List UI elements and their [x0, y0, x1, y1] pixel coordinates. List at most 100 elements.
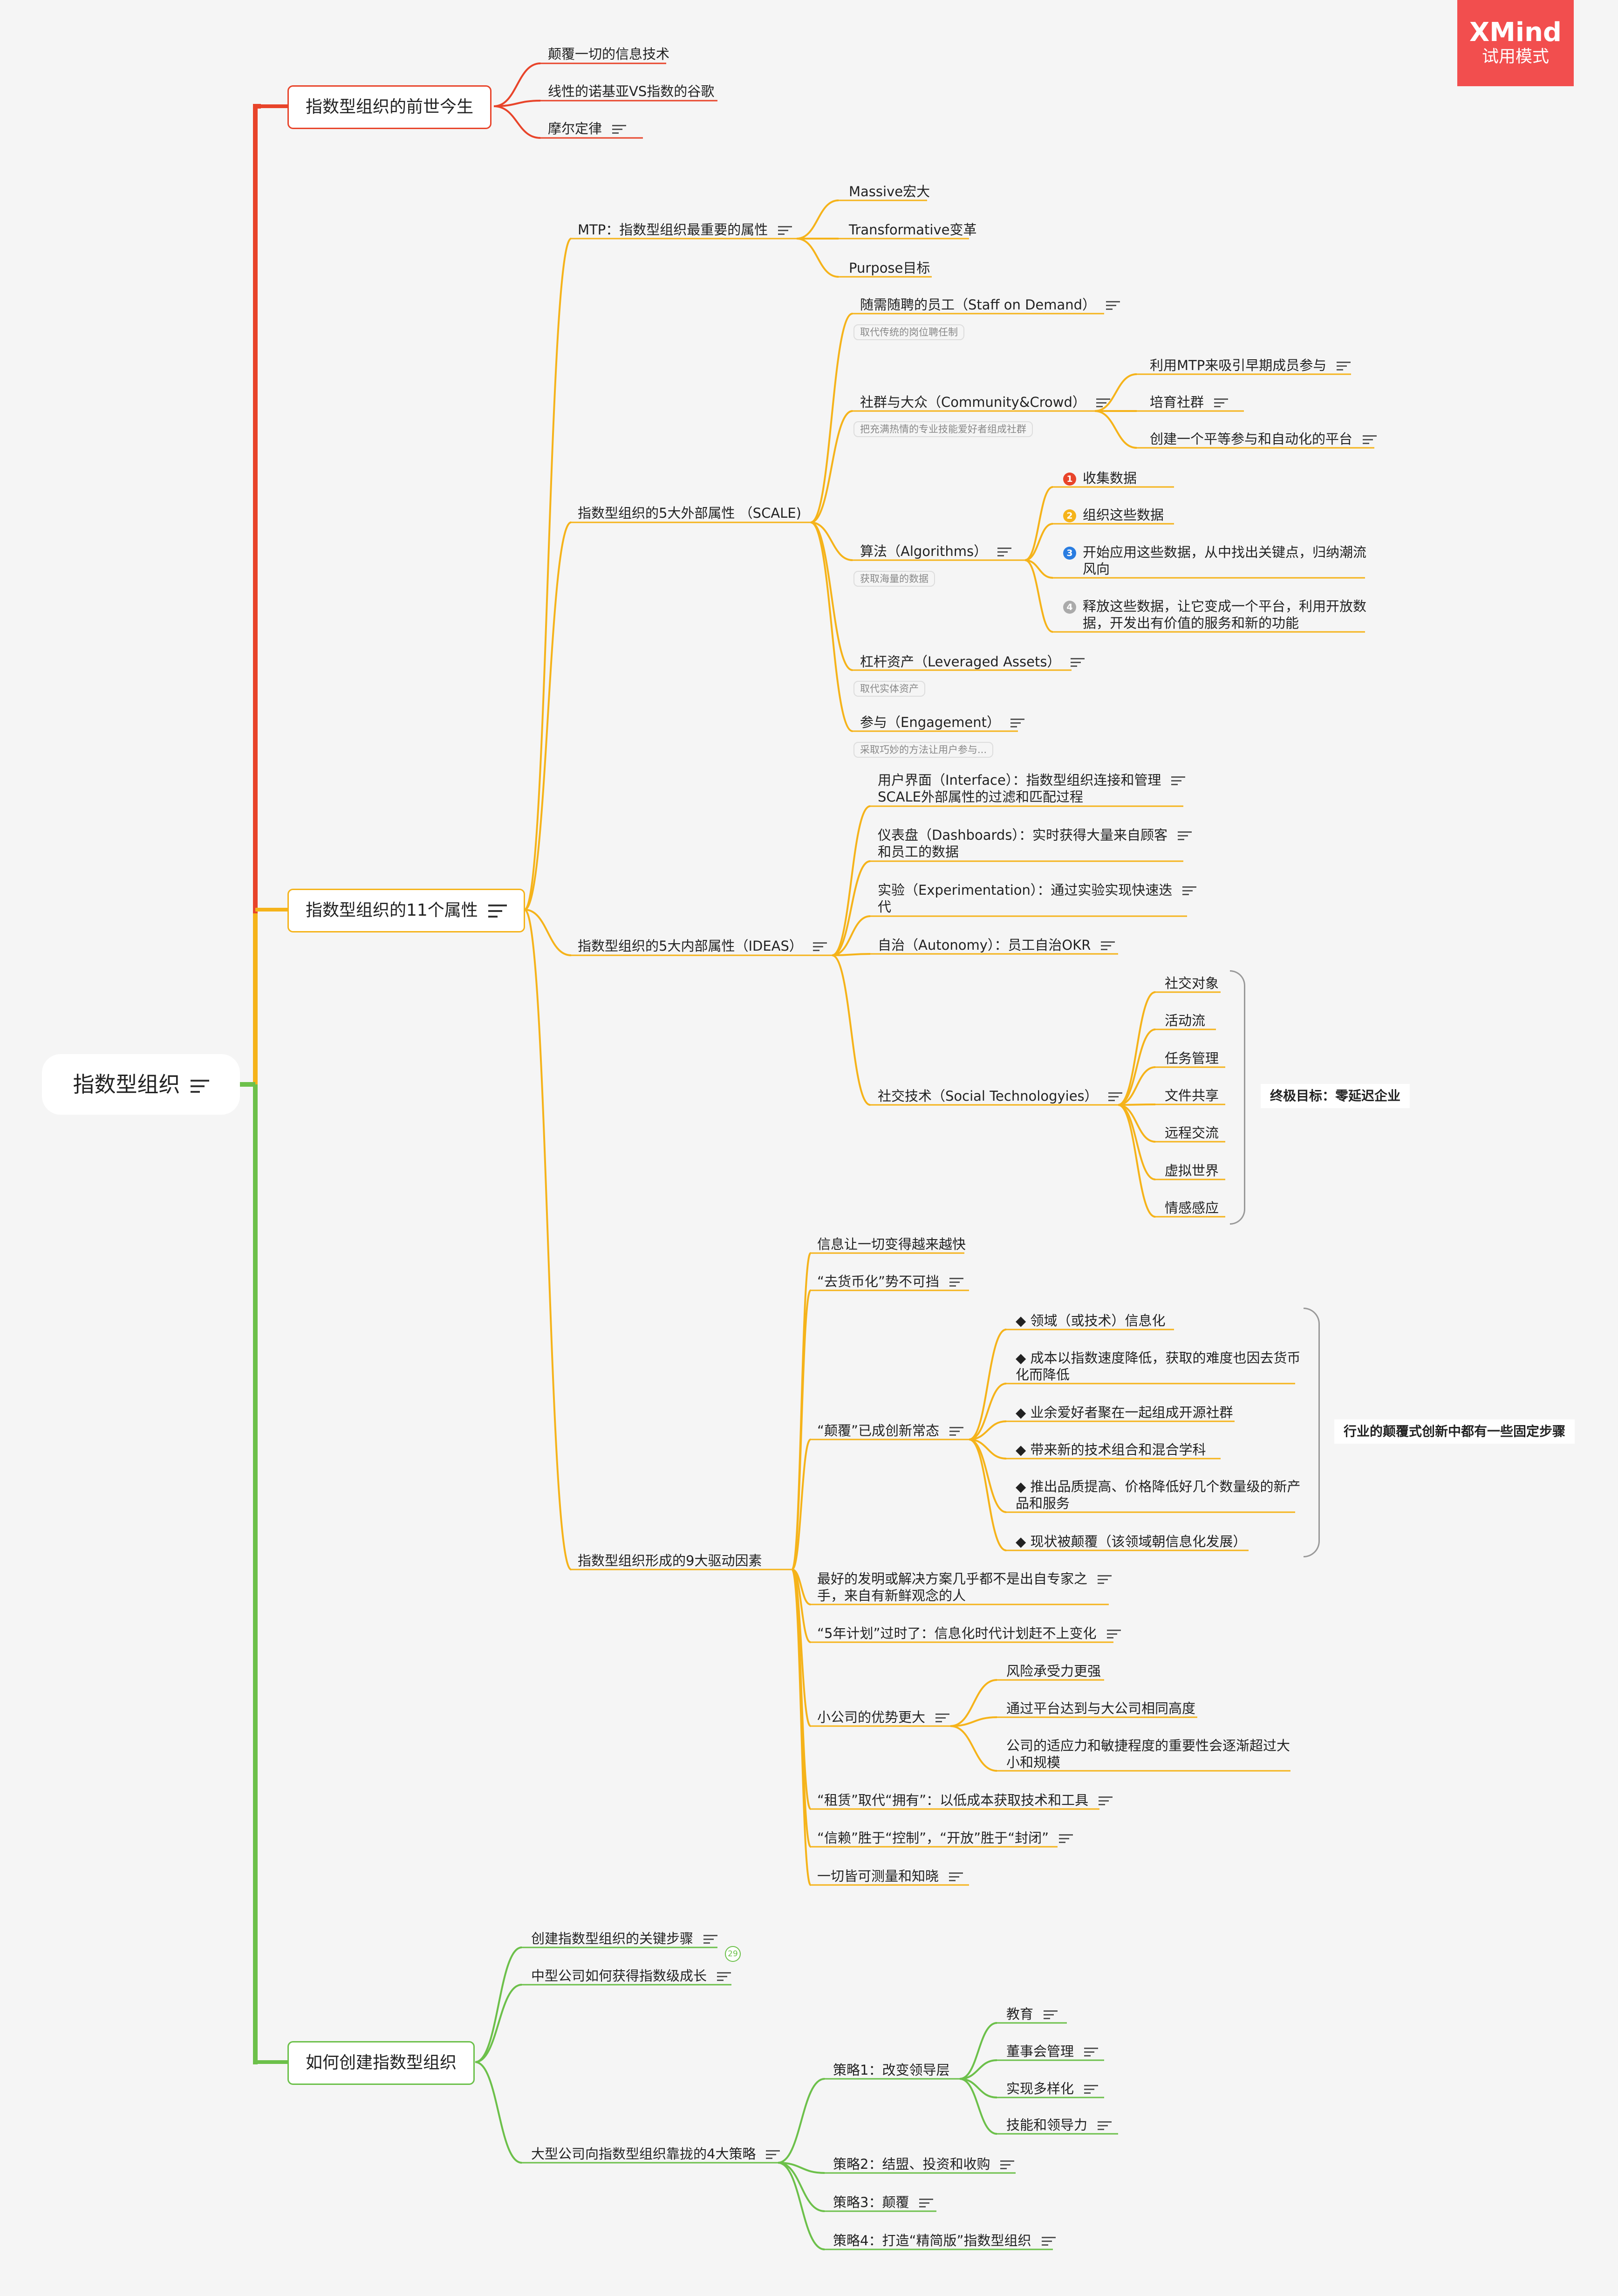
notes-icon[interactable] [766, 2150, 780, 2159]
topic-board[interactable]: 董事会管理 [1006, 2043, 1099, 2060]
topic-virtual-world[interactable]: 虚拟世界 [1165, 1163, 1219, 1179]
topic-risk-tolerance[interactable]: 风险承受力更强 [1006, 1663, 1101, 1679]
notes-icon[interactable] [1108, 1092, 1122, 1102]
topic-mid-company[interactable]: 中型公司如何获得指数级成长 [531, 1967, 731, 1984]
topic-11-attributes[interactable]: 指数型组织的11个属性 [287, 889, 525, 932]
topic-education[interactable]: 教育 [1006, 2006, 1058, 2022]
notes-icon[interactable] [1059, 1834, 1073, 1844]
topic-digitization[interactable]: ◆ 领域（或技术）信息化 [1016, 1313, 1166, 1329]
notes-icon[interactable] [703, 1935, 718, 1944]
topic-access-over-own[interactable]: “租赁”取代“拥有”：以低成本获取技术和工具 [817, 1792, 1113, 1809]
root-topic[interactable]: 指数型组织 [42, 1054, 240, 1115]
notes-icon[interactable] [1010, 719, 1024, 728]
topic-key-steps[interactable]: 创建指数型组织的关键步骤 [531, 1930, 718, 1947]
notes-icon[interactable] [1099, 1796, 1113, 1806]
topic-strategy-2[interactable]: 策略2：结盟、投资和收购 [833, 2156, 1015, 2173]
notes-icon[interactable] [1101, 941, 1115, 951]
topic-mtp-attract[interactable]: 利用MTP来吸引早期成员参与 [1150, 357, 1351, 374]
topic-scale[interactable]: 指数型组织的5大外部属性 （SCALE) [578, 505, 801, 521]
notes-icon[interactable] [488, 905, 507, 918]
topic-diversity[interactable]: 实现多样化 [1006, 2080, 1099, 2097]
notes-icon[interactable] [1106, 301, 1120, 310]
topic-leveraged-assets[interactable]: 杠杆资产（Leveraged Assets） [860, 653, 1085, 670]
topic-demonetization[interactable]: “去货币化”势不可挡 [817, 1273, 964, 1290]
topic-remote-comm[interactable]: 远程交流 [1165, 1125, 1219, 1141]
notes-icon[interactable] [1214, 398, 1229, 408]
topic-how-to-create[interactable]: 如何创建指数型组织 [287, 2041, 475, 2085]
notes-icon[interactable] [812, 942, 827, 952]
topic-five-year-plan[interactable]: “5年计划”过时了：信息化时代计划赶不上变化 [817, 1625, 1121, 1642]
notes-icon[interactable] [1171, 776, 1186, 786]
notes-icon[interactable] [1084, 2085, 1099, 2094]
notes-icon[interactable] [1044, 2010, 1058, 2020]
topic-engagement[interactable]: 参与（Engagement） [860, 714, 1024, 731]
notes-icon[interactable] [612, 125, 627, 134]
notes-icon[interactable] [1098, 1575, 1112, 1584]
topic-platform-height[interactable]: 通过平台达到与大公司相同高度 [1006, 1700, 1196, 1716]
topic-new-ideas[interactable]: 最好的发明或解决方案几乎都不是出自专家之手，来自有新鲜观念的人 [817, 1570, 1112, 1604]
notes-icon[interactable] [1000, 2160, 1015, 2170]
summary-disruption-steps[interactable]: 行业的颠覆式创新中都有一些固定步骤 [1334, 1419, 1575, 1444]
notes-icon[interactable] [1337, 362, 1351, 371]
topic-disruption-norm[interactable]: “颠覆”已成创新常态 [817, 1422, 964, 1439]
topic-algorithms[interactable]: 算法（Algorithms） [860, 543, 1012, 560]
topic-community[interactable]: 社群与大众（Community&Crowd） [860, 394, 1110, 411]
topic-small-company[interactable]: 小公司的优势更大 [817, 1709, 950, 1726]
topic-it-disruption[interactable]: 颠覆一切的信息技术 [548, 46, 670, 62]
topic-emotion-sensing[interactable]: 情感感应 [1165, 1200, 1219, 1216]
topic-transformative[interactable]: Transformative变革 [849, 222, 977, 238]
notes-icon[interactable] [1363, 435, 1377, 445]
notes-icon[interactable] [1041, 2237, 1056, 2246]
notes-icon[interactable] [190, 1079, 209, 1093]
notes-icon[interactable] [1182, 886, 1197, 896]
notes-icon[interactable] [919, 2199, 934, 2208]
topic-social-tech[interactable]: 社交技术（Social Technologyies） [878, 1088, 1122, 1104]
notes-icon[interactable] [949, 1872, 963, 1882]
topic-strategy-4[interactable]: 策略4：打造“精简版”指数型组织 [833, 2232, 1056, 2249]
summary-zero-latency[interactable]: 终极目标：零延迟企业 [1261, 1084, 1410, 1108]
topic-dashboards[interactable]: 仪表盘（Dashboards）：实时获得大量来自顾客和员工的数据 [878, 827, 1192, 860]
notes-icon[interactable] [1106, 1630, 1121, 1639]
topic-file-sharing[interactable]: 文件共享 [1165, 1088, 1219, 1103]
topic-adaptability[interactable]: 公司的适应力和敏捷程度的重要性会逐渐超过大小和规模 [1006, 1738, 1290, 1770]
notes-icon[interactable] [1098, 2121, 1112, 2131]
topic-info-faster[interactable]: 信息让一切变得越来越快 [817, 1236, 966, 1252]
xmind-trial-badge[interactable]: XMind 试用模式 [1457, 0, 1574, 86]
notes-icon[interactable] [1071, 658, 1085, 667]
topic-purpose[interactable]: Purpose目标 [849, 260, 930, 276]
topic-new-combos[interactable]: ◆ 带来新的技术组合和混合学科 [1016, 1442, 1206, 1458]
notes-icon[interactable] [949, 1427, 964, 1436]
topic-history[interactable]: 指数型组织的前世今生 [287, 85, 492, 129]
topic-cultivate-community[interactable]: 培育社群 [1150, 394, 1229, 411]
topic-experimentation[interactable]: 实验（Experimentation）：通过实验实现快速迭代 [878, 882, 1197, 915]
notes-icon[interactable] [1084, 2048, 1099, 2057]
notes-icon[interactable] [1177, 831, 1192, 841]
topic-strategy-1[interactable]: 策略1：改变领导层 [833, 2062, 950, 2078]
notes-icon[interactable] [949, 1278, 964, 1287]
topic-massive[interactable]: Massive宏大 [849, 184, 930, 199]
topic-trust-over-control[interactable]: “信赖”胜于“控制”，“开放”胜于“封闭” [817, 1830, 1073, 1846]
topic-mtp[interactable]: MTP：指数型组织最重要的属性 [578, 221, 792, 238]
topic-task-management[interactable]: 任务管理 [1165, 1050, 1219, 1066]
topic-moores-law[interactable]: 摩尔定律 [548, 120, 627, 137]
notes-icon[interactable] [717, 1972, 731, 1981]
topic-staff-on-demand[interactable]: 随需随聘的员工（Staff on Demand） [860, 296, 1120, 313]
notes-icon[interactable] [935, 1713, 950, 1723]
topic-better-cheaper[interactable]: ◆ 推出品质提高、价格降低好几个数量级的新产品和服务 [1016, 1479, 1301, 1511]
topic-status-quo-disrupted[interactable]: ◆ 现状被颠覆（该领域朝信息化发展） [1016, 1534, 1247, 1549]
topic-ideas[interactable]: 指数型组织的5大内部属性（IDEAS） [578, 938, 827, 954]
topic-open-source[interactable]: ◆ 业余爱好者聚在一起组成开源社群 [1016, 1405, 1233, 1420]
topic-activity-stream[interactable]: 活动流 [1165, 1013, 1206, 1028]
topic-drivers[interactable]: 指数型组织形成的9大驱动因素 [578, 1553, 762, 1569]
topic-platform[interactable]: 创建一个平等参与和自动化的平台 [1150, 431, 1377, 447]
topic-social-objects[interactable]: 社交对象 [1165, 975, 1219, 991]
notes-icon[interactable] [997, 548, 1012, 557]
topic-nokia-google[interactable]: 线性的诺基亚VS指数的谷歌 [548, 83, 715, 99]
topic-measurable[interactable]: 一切皆可测量和知晓 [817, 1868, 963, 1885]
topic-big-company[interactable]: 大型公司向指数型组织靠拢的4大策略 [531, 2145, 780, 2162]
